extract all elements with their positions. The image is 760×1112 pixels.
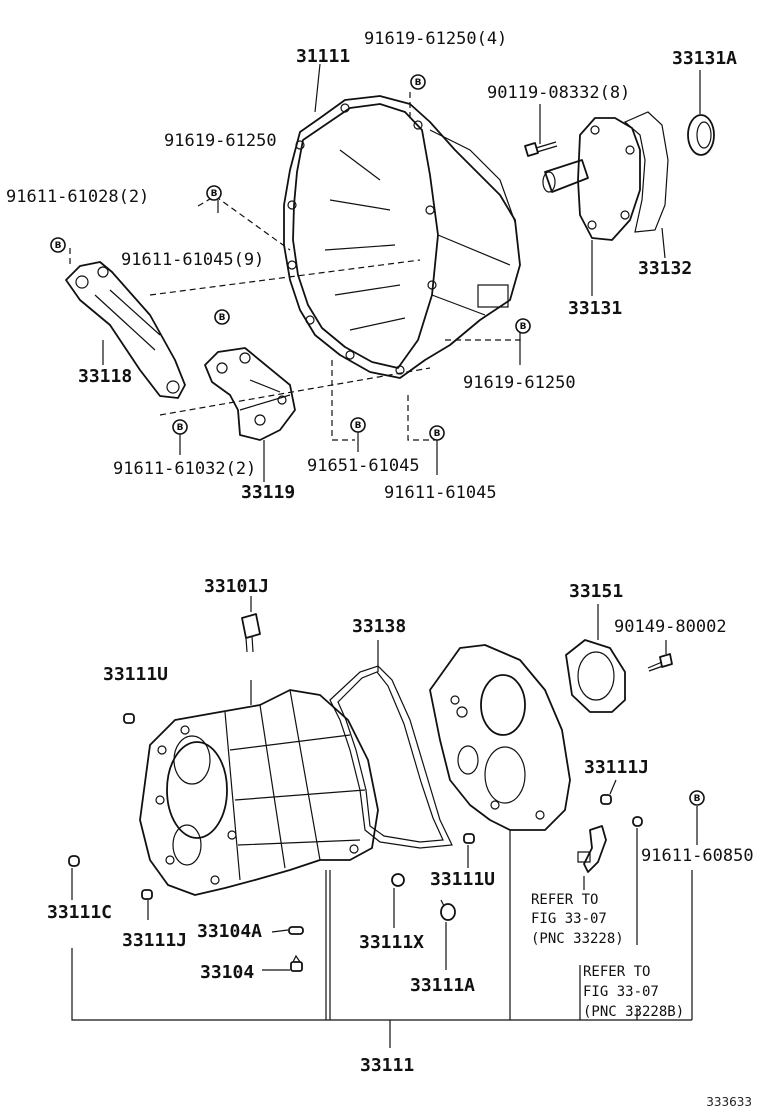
bolt-symbol: B <box>350 417 366 433</box>
retainer-33151 <box>565 639 626 713</box>
label-33104A: 33104A <box>197 921 262 942</box>
pin-33111U-a <box>123 713 135 724</box>
plug-33111A <box>440 899 456 921</box>
label-31111-top: 31111 <box>296 46 350 67</box>
bracket-33119 <box>204 347 296 441</box>
svg-text:B: B <box>55 241 62 251</box>
label-90149-80002: 90149-80002 <box>614 617 727 637</box>
bell-housing-31111 <box>283 95 521 379</box>
oil-seal-33131A <box>687 114 715 156</box>
label-91611-61032-2: 91611-61032(2) <box>113 459 256 479</box>
transmission-case <box>139 689 379 896</box>
plug-33104 <box>290 954 303 972</box>
label-91619-61250-a: 91619-61250 <box>164 131 277 151</box>
svg-text:B: B <box>355 421 362 431</box>
extension-housing <box>429 644 571 831</box>
pin-33111J-b <box>141 889 153 900</box>
label-33151: 33151 <box>569 581 623 602</box>
refer-to-b-line1: REFER TO <box>583 964 650 980</box>
label-91619-61250-4: 91619-61250(4) <box>364 29 507 49</box>
bolt-symbol: B <box>206 185 222 201</box>
pin-33104A <box>288 926 304 935</box>
svg-text:B: B <box>415 78 422 88</box>
figure-id: 333633 <box>706 1095 752 1109</box>
bolt-symbol: B <box>515 318 531 334</box>
bearing-retainer-33131 <box>542 117 641 241</box>
label-33131A: 33131A <box>672 48 737 69</box>
bolt-symbol: B <box>429 425 445 441</box>
pin-33111J-a <box>600 794 612 805</box>
bolt-symbol: B <box>172 419 188 435</box>
bolt-symbol: B <box>214 309 230 325</box>
label-91611-60850: 91611-60850 <box>641 846 754 866</box>
gasket-33138 <box>329 665 453 849</box>
label-91651-61045: 91651-61045 <box>307 456 420 476</box>
label-33118: 33118 <box>78 366 132 387</box>
label-33111X: 33111X <box>359 932 424 953</box>
svg-text:B: B <box>211 189 218 199</box>
label-91611-61028-2: 91611-61028(2) <box>6 187 149 207</box>
label-33111U-b: 33111U <box>430 869 495 890</box>
svg-text:B: B <box>434 429 441 439</box>
plug-33111X <box>391 873 405 887</box>
label-33101J: 33101J <box>204 576 269 597</box>
bolt-symbol: B <box>689 790 705 806</box>
svg-text:B: B <box>219 313 226 323</box>
refer-to-b-line3: (PNC 33228B) <box>583 1004 684 1020</box>
label-33104: 33104 <box>200 962 254 983</box>
label-33119: 33119 <box>241 482 295 503</box>
svg-text:B: B <box>177 423 184 433</box>
label-33111U-a: 33111U <box>103 664 168 685</box>
label-33111A: 33111A <box>410 975 475 996</box>
label-33111-bottom: 33111 <box>360 1055 414 1076</box>
refer-to-line2: FIG 33-07 <box>531 911 607 927</box>
refer-to-line3: (PNC 33228) <box>531 931 624 947</box>
pin-33111C <box>68 855 80 867</box>
label-33132: 33132 <box>638 258 692 279</box>
label-33111J-a: 33111J <box>584 757 649 778</box>
svg-text:B: B <box>694 794 701 804</box>
refer-to-line1: REFER TO <box>531 892 598 908</box>
bolt-symbol: B <box>410 74 426 90</box>
label-33131: 33131 <box>568 298 622 319</box>
pin-33111U-b <box>463 833 475 844</box>
pin-right <box>632 816 643 827</box>
label-33138: 33138 <box>352 616 406 637</box>
label-91619-61250-b: 91619-61250 <box>463 373 576 393</box>
label-33111J-b: 33111J <box>122 930 187 951</box>
sensor-33101J <box>241 613 261 653</box>
bolt-90149-80002 <box>647 653 673 672</box>
label-90119-08332-8: 90119-08332(8) <box>487 83 630 103</box>
lever-part <box>577 825 607 873</box>
label-91611-61045-9: 91611-61045(9) <box>121 250 264 270</box>
bracket-33118 <box>65 261 186 399</box>
label-33111C: 33111C <box>47 902 112 923</box>
bolt-90119-08332 <box>524 141 558 157</box>
refer-to-b-line2: FIG 33-07 <box>583 984 659 1000</box>
bolt-symbol: B <box>50 237 66 253</box>
label-91611-61045: 91611-61045 <box>384 483 497 503</box>
gasket-33132 <box>623 111 669 233</box>
svg-text:B: B <box>520 322 527 332</box>
